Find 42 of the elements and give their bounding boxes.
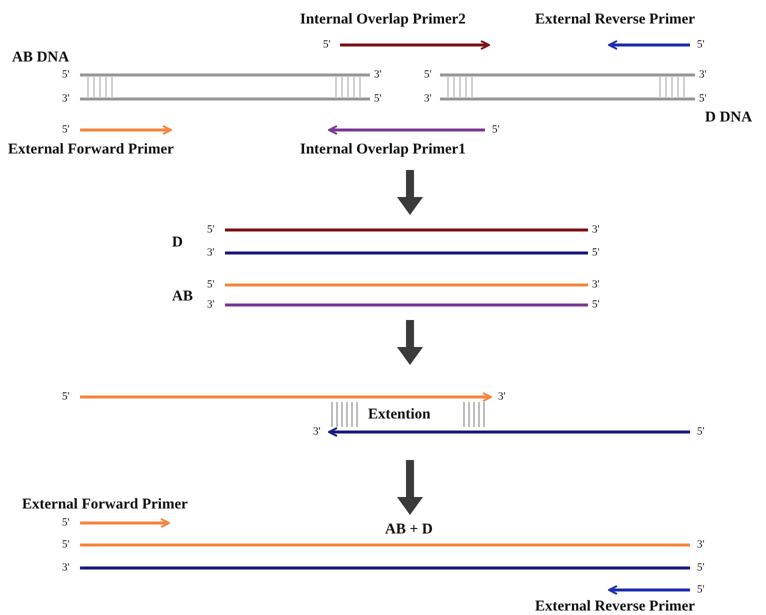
strand-end-label: 5' — [62, 392, 70, 402]
strand-end-label: 3' — [207, 248, 214, 258]
strand-end-label: 3' — [62, 94, 70, 104]
strand-end-label: 3' — [62, 562, 70, 574]
strand-label: External Reverse Primer — [535, 600, 695, 614]
strand-end-label: 5' — [697, 426, 704, 438]
strand-label: Extention — [368, 408, 431, 422]
strand-label: D DNA — [705, 110, 752, 126]
strand-end-label: 5' — [207, 224, 214, 236]
strand-end-label: 5' — [62, 518, 70, 528]
strand-end-label: 3' — [592, 280, 600, 290]
strand-end-label: 3' — [697, 540, 704, 550]
strand-end-label: 3' — [699, 70, 706, 80]
strand-end-label: 5' — [62, 124, 70, 136]
strand-end-label: 3' — [207, 300, 214, 310]
strand-label: AB — [172, 290, 193, 304]
strand-end-label: 5' — [62, 540, 70, 550]
strand-end-label: 5' — [699, 94, 706, 104]
strand-label: External Forward Primer — [8, 142, 174, 158]
strand-end-label: 5' — [374, 94, 382, 104]
strand-end-label: 5' — [323, 40, 330, 50]
strand-end-label: 5' — [62, 70, 70, 80]
strand-label: External Reverse Primer — [535, 12, 695, 28]
strand-end-label: 5' — [697, 584, 704, 596]
strand-end-label: 5' — [424, 70, 432, 80]
strand-label: AB + D — [385, 522, 433, 538]
strand-end-label: 5' — [697, 562, 704, 574]
strand-end-label: 3' — [374, 70, 382, 80]
strand-end-label: 3' — [498, 392, 506, 402]
strand-end-label: 5' — [492, 124, 500, 136]
strand-end-label: 3' — [592, 224, 600, 236]
strand-label: D — [172, 236, 183, 250]
strand-end-label: 5' — [697, 40, 704, 50]
strand-label: External Forward Primer — [22, 498, 188, 512]
strand-label: Internal Overlap Primer2 — [300, 12, 466, 28]
strand-label: AB DNA — [12, 50, 70, 66]
strand-end-label: 5' — [592, 300, 600, 310]
strand-end-label: 3' — [424, 94, 432, 104]
strand-end-label: 3' — [313, 426, 320, 438]
strand-label: Internal Overlap Primer1 — [300, 142, 466, 158]
strand-end-label: 5' — [207, 280, 214, 290]
strand-end-label: 5' — [592, 248, 600, 258]
